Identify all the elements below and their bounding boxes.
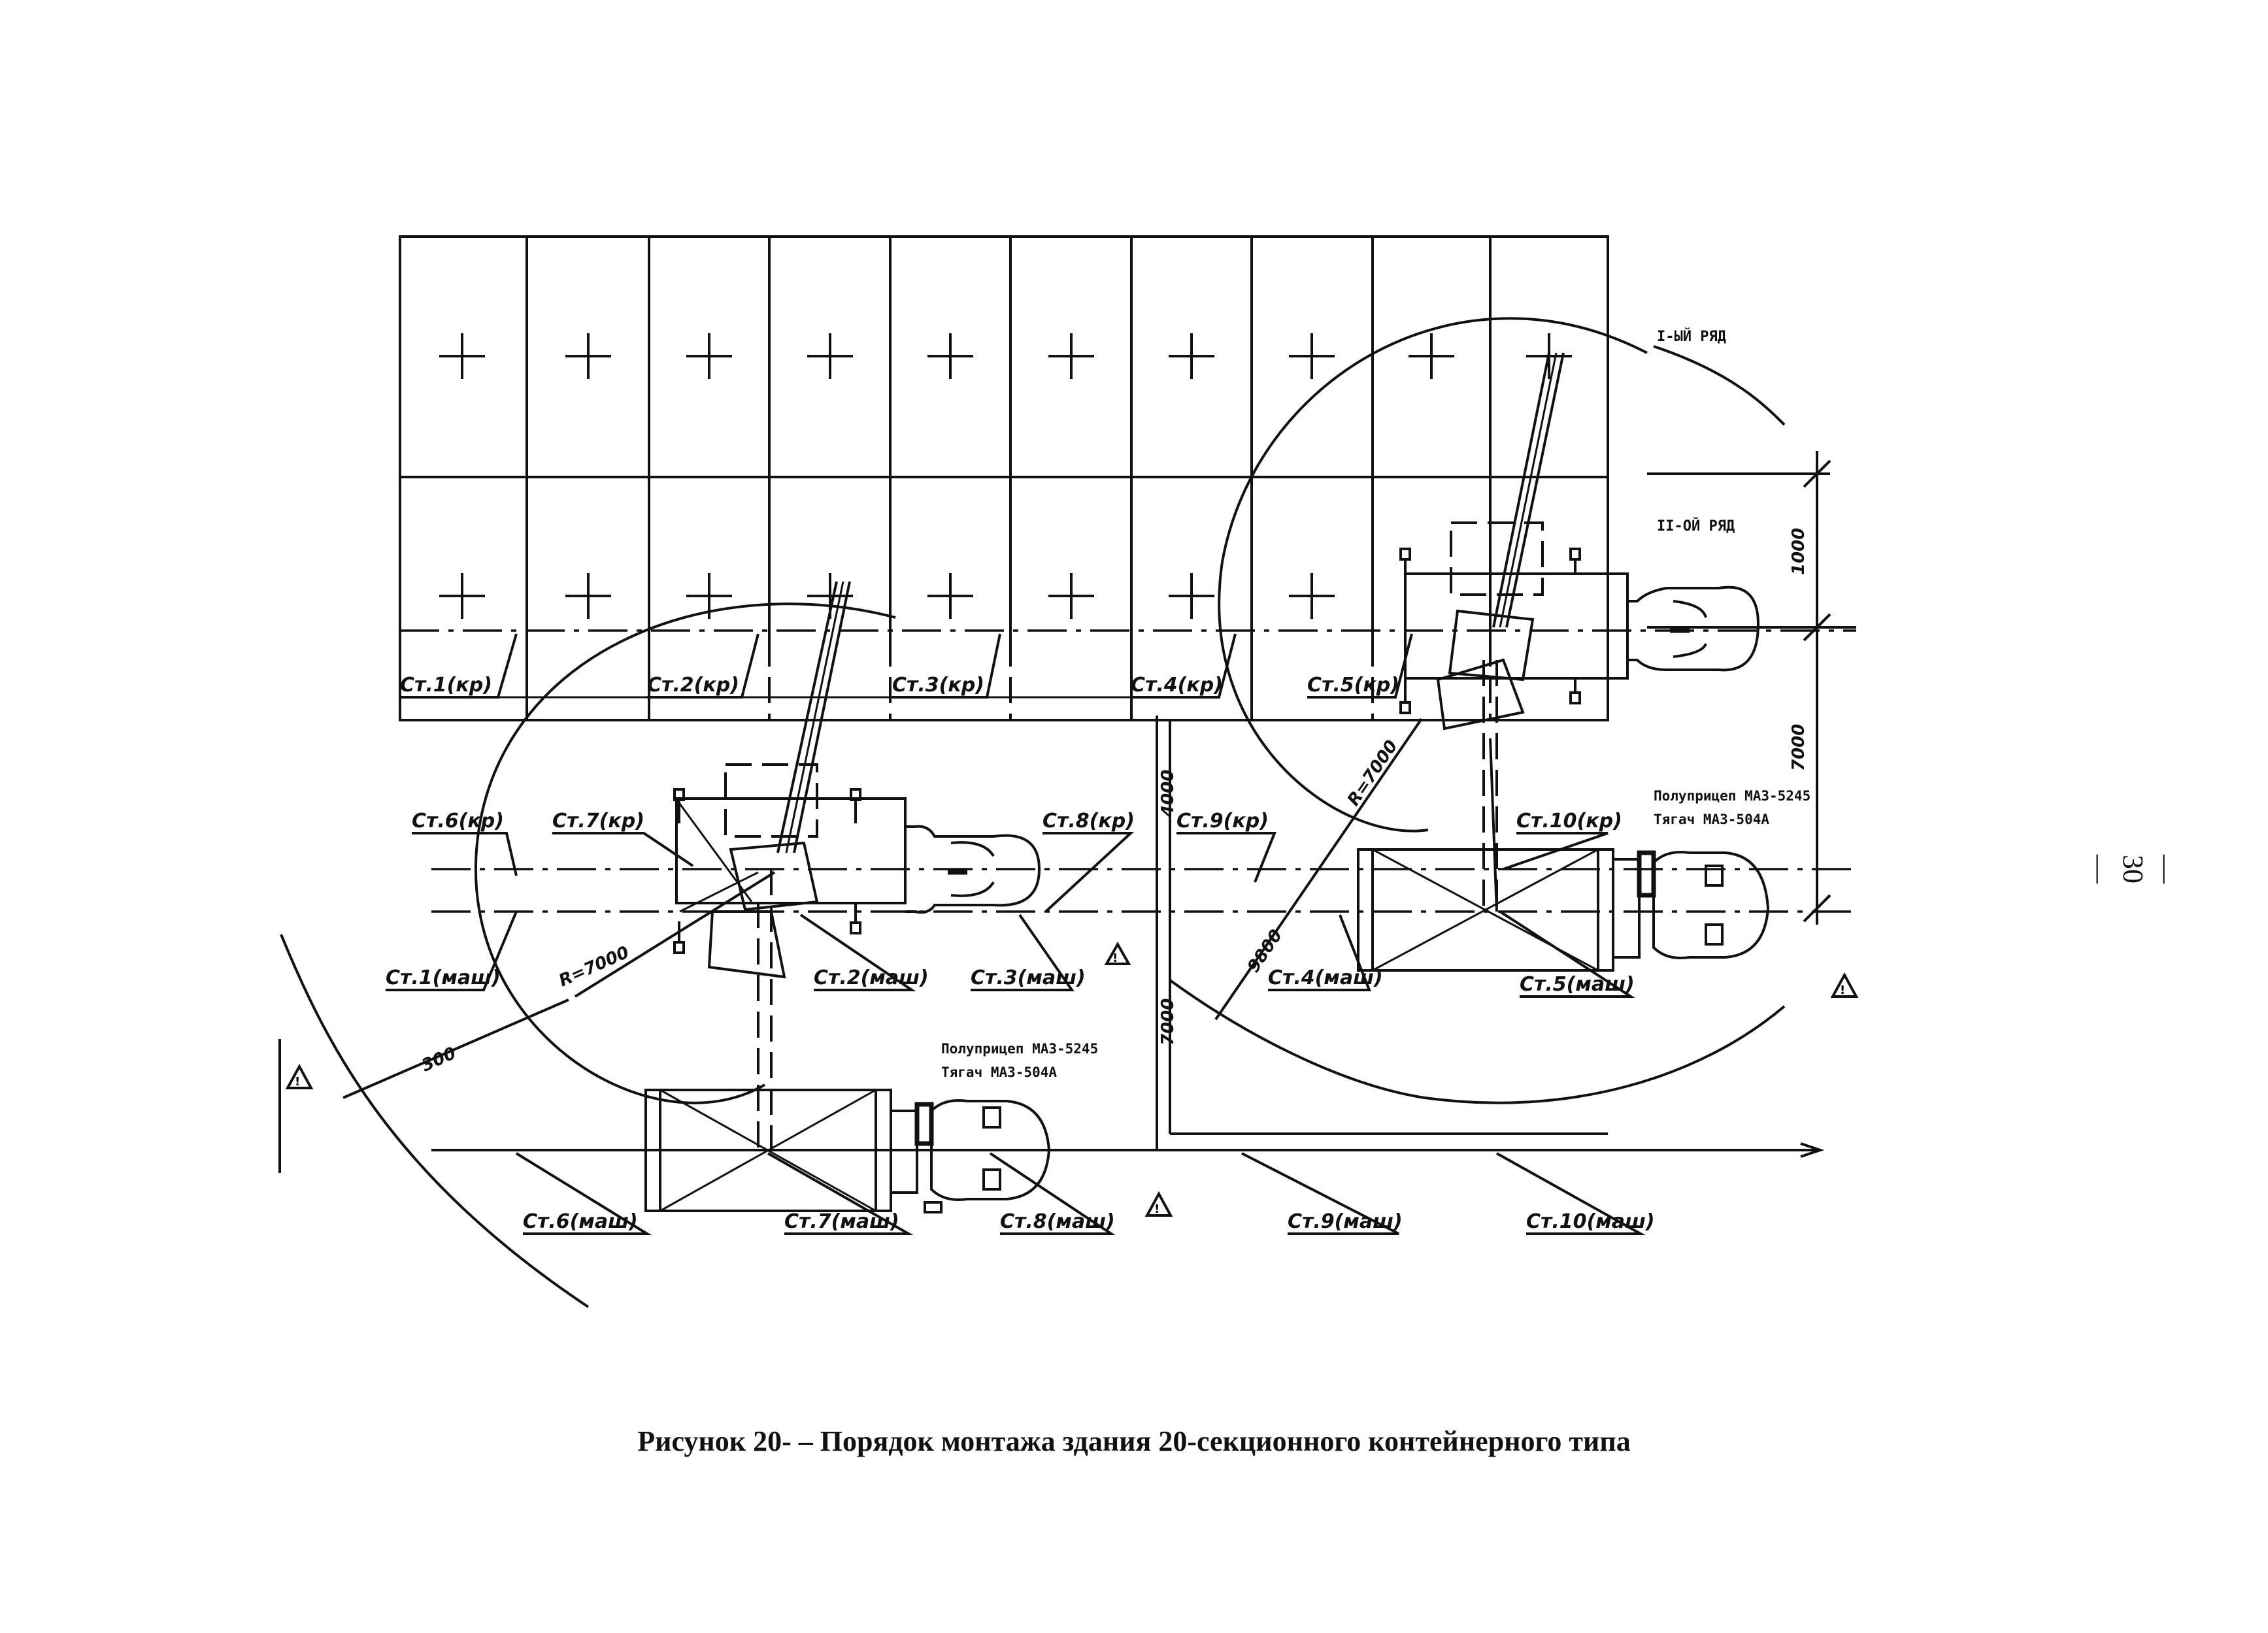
cell-center-marks	[439, 333, 1572, 619]
station-label: Ст.3(кр)	[892, 674, 984, 697]
warning-triangle-icon: !	[1104, 941, 1131, 965]
vehicle-label: Полуприцеп МАЗ-5245	[1654, 788, 1810, 804]
axis-lines	[400, 629, 1856, 1158]
station-label: Ст.10(кр)	[1516, 810, 1622, 833]
dimension-7000: 7000	[1158, 998, 1178, 1046]
dimension-300: 300	[419, 1044, 459, 1076]
outrigger-pads-right	[1399, 548, 1581, 714]
station-label: Ст.3(маш)	[971, 966, 1086, 989]
outrigger-pads	[673, 788, 861, 954]
dimension-4000: 4000	[1158, 770, 1178, 817]
swing-radius-arcs	[280, 317, 1786, 1308]
svg-text:!: !	[1154, 1202, 1159, 1216]
building-outline	[1131, 719, 1608, 1135]
station-label: Ст.7(кр)	[552, 810, 644, 833]
container-grid	[399, 235, 1609, 721]
station-label: Ст.5(кр)	[1307, 674, 1399, 697]
dimension-labels: 1000 7000 4000 7000 R=7000 R=7000 9800 3…	[419, 528, 1809, 1076]
warning-triangle-icon: !	[285, 1063, 314, 1089]
page-number: — 30 —	[2084, 855, 2182, 883]
dimension-1000: 1000	[1789, 528, 1809, 575]
figure-caption: Рисунок 20- – Порядок монтажа здания 20-…	[637, 1425, 1631, 1457]
station-label: Ст.6(кр)	[412, 810, 504, 833]
radius-label: R=7000	[1344, 736, 1402, 809]
dimension-7000: 7000	[1789, 724, 1809, 771]
station-label: Ст.5(маш)	[1520, 973, 1635, 996]
trailer-left	[644, 1089, 1051, 1213]
dimension-lines-right	[1156, 451, 1856, 1150]
vehicle-label: Тягач МАЗ-504А	[1654, 812, 1769, 827]
station-label: Ст.2(маш)	[814, 966, 929, 989]
trailer-right	[1357, 848, 1770, 972]
svg-text:!: !	[1112, 951, 1118, 965]
warning-triangle-icon: !	[1830, 972, 1859, 998]
row-label-1: I-ЫЙ РЯД	[1657, 328, 1726, 345]
station-label: Ст.8(кр)	[1042, 810, 1135, 833]
station-label: Ст.10(маш)	[1526, 1210, 1655, 1233]
station-label: Ст.4(кр)	[1131, 674, 1223, 697]
vehicle-label: Полуприцеп МАЗ-5245	[941, 1041, 1098, 1057]
crane-right	[1399, 352, 1760, 912]
crane-left	[673, 581, 1041, 1150]
station-label: Ст.8(маш)	[1000, 1210, 1115, 1233]
row-labels: I-ЫЙ РЯД II-ОЙ РЯД	[1657, 328, 1735, 535]
station-labels: Ст.1(кр) Ст.2(кр) Ст.3(кр) Ст.4(кр) Ст.5…	[386, 674, 1655, 1233]
station-label: Ст.6(маш)	[523, 1210, 638, 1233]
station-label: Ст.4(маш)	[1268, 966, 1383, 989]
warning-triangles: ! ! ! !	[278, 941, 1859, 1217]
station-label: Ст.2(кр)	[647, 674, 739, 697]
vehicle-labels: Полуприцеп МАЗ-5245 Тягач МАЗ-504А Полуп…	[941, 788, 1810, 1080]
station-label: Ст.1(кр)	[400, 674, 492, 697]
station-label: Ст.7(маш)	[784, 1210, 899, 1233]
warning-triangle-icon: !	[1144, 1191, 1173, 1217]
svg-text:!: !	[1840, 983, 1845, 997]
vehicle-label: Тягач МАЗ-504А	[941, 1064, 1057, 1080]
station-leaders	[386, 633, 1646, 1235]
svg-text:!: !	[295, 1075, 300, 1089]
row-label-2: II-ОЙ РЯД	[1657, 518, 1735, 535]
station-label: Ст.9(кр)	[1176, 810, 1269, 833]
station-label: Ст.9(маш)	[1288, 1210, 1403, 1233]
station-label: Ст.1(маш)	[386, 966, 501, 989]
